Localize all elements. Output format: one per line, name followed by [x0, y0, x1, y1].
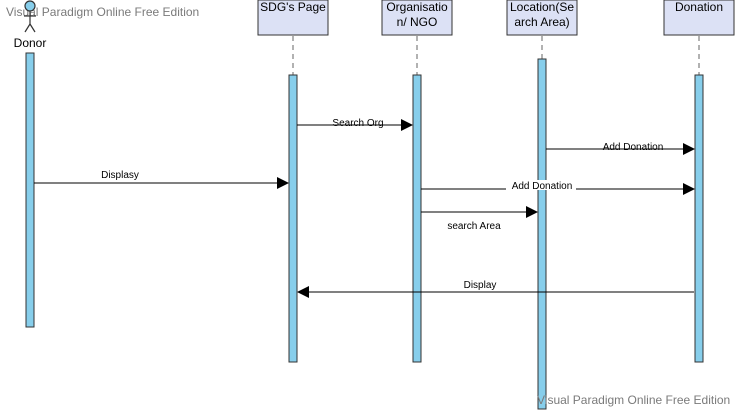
message-displasy[interactable]: Displasy: [34, 170, 289, 189]
message-label: Display: [464, 280, 497, 291]
activation-bar: [537, 58, 547, 410]
message-label: Search Org: [332, 118, 383, 129]
message-label-bg: [506, 180, 576, 190]
participant-location[interactable]: Location(Se arch Area): [506, 0, 578, 410]
participant-label-line1: Organisatio: [386, 0, 448, 14]
message-add-donation-from-location[interactable]: Add Donation: [546, 142, 695, 155]
participant-box: [663, 0, 735, 36]
participant-box: [381, 0, 453, 36]
activation-bar: [412, 74, 422, 363]
activation-bar: [694, 74, 704, 363]
activation-bar: [288, 74, 298, 363]
participant-box: [257, 0, 329, 36]
participant-label-line2: arch Area): [514, 15, 569, 29]
participant-label: Donation: [675, 0, 723, 14]
participant-label-line1: Location(Se: [510, 0, 574, 14]
message-label: Add Donation: [603, 142, 664, 153]
message-search-org[interactable]: Search Org: [297, 118, 413, 131]
message-label: search Area: [447, 221, 501, 232]
watermark-bottom: Visual Paradigm Online Free Edition: [537, 393, 731, 407]
activation-bar-donor: [25, 52, 35, 328]
message-add-donation-from-org[interactable]: Add Donation: [421, 180, 695, 195]
message-display[interactable]: Display: [297, 280, 694, 298]
watermark-top: Visual Paradigm Online Free Edition: [6, 5, 200, 19]
stick-figure-icon: [24, 0, 36, 33]
participant-box: [506, 0, 578, 36]
message-search-area[interactable]: search Area: [421, 206, 538, 232]
participant-organisation-ngo[interactable]: Organisatio n/ NGO: [381, 0, 453, 363]
actor-donor[interactable]: Donor: [14, 0, 47, 328]
participant-donation[interactable]: Donation: [663, 0, 735, 363]
actor-label: Donor: [14, 36, 47, 50]
message-label: Displasy: [101, 170, 139, 181]
participant-label-line2: n/ NGO: [397, 15, 438, 29]
participant-sdg-page[interactable]: SDG's Page: [257, 0, 329, 363]
message-label: Add Donation: [512, 181, 573, 192]
participant-label: SDG's Page: [260, 0, 326, 14]
